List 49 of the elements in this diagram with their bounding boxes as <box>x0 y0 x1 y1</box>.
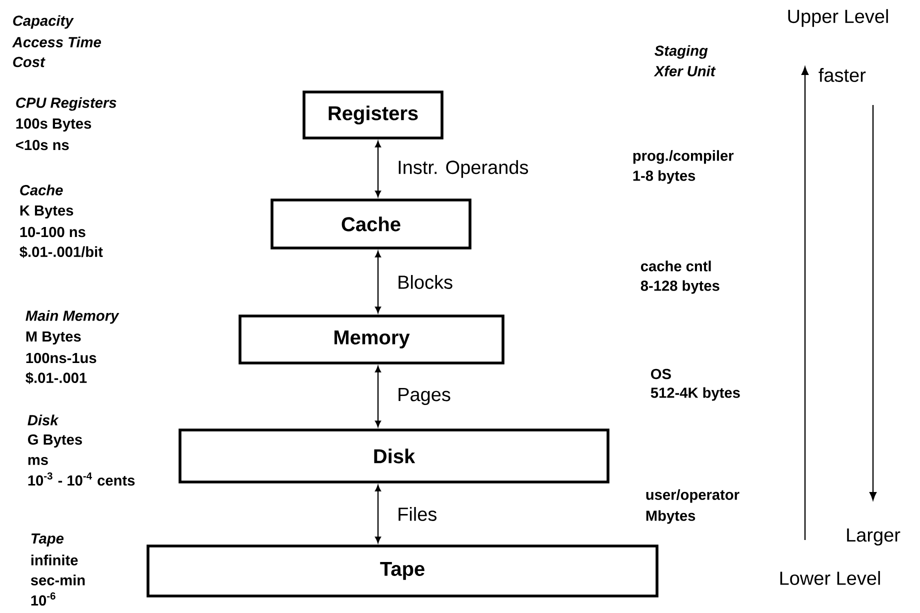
level-note: K Bytes <box>20 205 74 218</box>
double-arrow <box>375 366 381 428</box>
level-note: 10$^{-3}$ - 10$^{-4}$ cents <box>28 472 135 486</box>
level-note: faster <box>818 68 866 82</box>
level-note: 512-4K bytes <box>650 387 740 401</box>
level-note: <10s ns <box>16 140 69 150</box>
level-note: Larger <box>847 528 900 546</box>
double-arrow <box>375 140 381 198</box>
double-arrow <box>375 250 381 314</box>
level-note: prog./compiler <box>633 150 734 164</box>
edge-label: Blocks <box>398 275 452 289</box>
level-note: G Bytes <box>28 434 82 448</box>
memory-level-box: Tape <box>146 544 658 598</box>
level-note: Lower Level <box>780 571 880 585</box>
edge-label: Pages <box>398 388 450 405</box>
level-note: Capacity <box>13 15 74 29</box>
level-note: sec-min <box>30 574 85 586</box>
double-arrow <box>375 484 381 544</box>
level-note: Cache <box>20 184 63 196</box>
memory-level-box: Disk <box>178 428 610 484</box>
level-note: Staging <box>654 45 708 59</box>
level-note: 10-100 ns <box>20 226 86 238</box>
level-note: user/operator <box>646 489 740 503</box>
level-note: Tape <box>31 533 64 546</box>
level-note: M Bytes <box>26 331 81 344</box>
level-note: 10$^{-6}$ <box>31 592 56 606</box>
level-note: Xfer Unit <box>654 66 716 76</box>
level-note: 1-8 bytes <box>633 170 696 184</box>
level-note: Disk <box>28 414 59 426</box>
level-note: 8-128 bytes <box>640 280 720 294</box>
memory-level-box: Registers <box>302 90 444 140</box>
edge-label: Files <box>398 507 436 521</box>
level-note: CPU Registers <box>16 97 116 111</box>
level-note: OS <box>651 368 671 380</box>
level-note: cache cntl <box>640 260 711 272</box>
level-note: Access Time <box>12 36 101 48</box>
level-note: infinite <box>31 554 78 566</box>
level-note: $.01-.001/bit <box>20 246 103 258</box>
level-note: Mbytes <box>646 510 696 524</box>
memory-level-box: Cache <box>270 198 472 250</box>
level-note: 100ns-1us <box>26 352 96 364</box>
level-note: Cost <box>13 56 46 68</box>
level-note: 100s Bytes <box>16 118 92 132</box>
level-note: Main Memory <box>26 310 120 324</box>
edge-label: Instr. Operands <box>398 160 528 178</box>
memory-level-box: Memory <box>238 314 504 364</box>
level-note: Upper Level <box>788 9 888 27</box>
level-note: ms <box>28 457 48 465</box>
level-note: $.01-.001 <box>26 372 87 384</box>
